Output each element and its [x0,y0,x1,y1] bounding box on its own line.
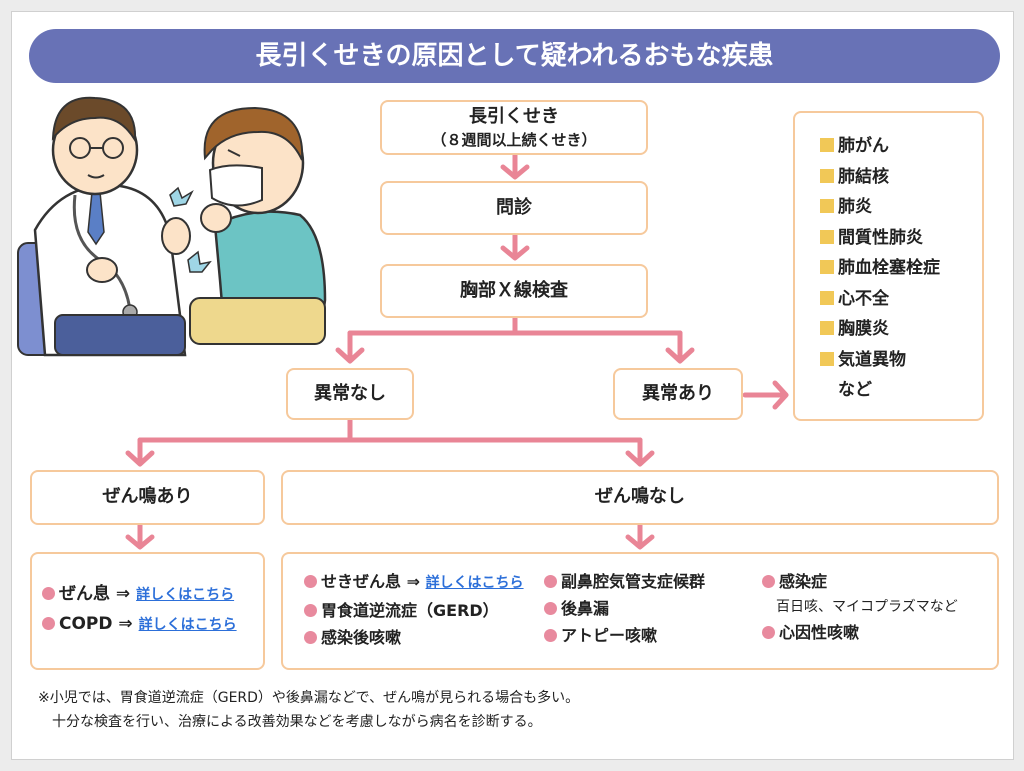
list-item: 感染後咳嗽 [304,624,524,651]
list-item: 心不全 [820,284,940,315]
wheeze-label: ぜん鳴あり [102,486,193,508]
abnormal-label: 異常あり [642,382,714,404]
list-item: せきぜん息 ⇒ 詳しくはこちら [304,568,524,597]
no-wheeze-column-2: 副鼻腔気管支症候群 後鼻漏 アトピー咳嗽 [544,568,705,649]
list-etc: など [838,380,872,400]
no-wheeze-column-1: せきぜん息 ⇒ 詳しくはこちら 胃食道逆流症（GERD） 感染後咳嗽 [304,568,524,651]
list-item: 肺結核 [820,162,940,193]
square-bullet-icon [820,321,834,335]
no-wheeze-label: ぜん鳴なし [595,486,685,508]
cough-box: 長引くせき （８週間以上続くせき） [380,100,648,155]
no-wheeze-box: ぜん鳴なし [281,470,999,525]
bullet-icon [304,575,317,588]
bullet-icon [544,629,557,642]
xray-label: 胸部Ｘ線検査 [460,279,568,301]
no-wheeze-disease-list-box [281,552,999,670]
interview-label: 問診 [496,196,532,218]
list-item: 心因性咳嗽 [762,619,958,646]
square-bullet-icon [820,290,834,305]
list-item: 肺炎 [820,192,940,223]
asthma-details-link[interactable]: 詳しくはこちら [136,587,235,603]
list-item: COPD ⇒ 詳しくはこちら [42,610,237,640]
footnote-line-1: ※小児では、胃食道逆流症（GERD）や後鼻漏などで、ぜん鳴が見られる場合も多い。 [38,690,580,706]
list-item: 胃食道逆流症（GERD） [304,597,524,624]
normal-label: 異常なし [314,382,386,404]
bullet-icon [304,604,317,617]
normal-box: 異常なし [286,368,414,420]
list-item: 後鼻漏 [544,595,705,622]
list-item: 間質性肺炎 [820,223,940,254]
square-bullet-icon [820,260,834,274]
footnote-line-2: 十分な検査を行い、治療による改善効果などを考慮しながら病名を診断する。 [52,714,542,730]
abnormal-disease-list: 肺がん 肺結核 肺炎 間質性肺炎 肺血栓塞栓症 心不全 胸膜炎 気道異物 など [820,131,940,406]
bullet-icon [762,575,775,588]
interview-box: 問診 [380,181,648,235]
bullet-icon [304,631,317,644]
list-item: 副鼻腔気管支症候群 [544,568,705,595]
cough-asthma-details-link[interactable]: 詳しくはこちら [425,575,524,591]
list-item: 気道異物 [820,345,940,376]
cough-label: 長引くせき [469,106,559,128]
list-item: ぜん息 ⇒ 詳しくはこちら [42,580,237,610]
bullet-icon [42,617,55,630]
list-item: アトピー咳嗽 [544,622,705,649]
copd-details-link[interactable]: 詳しくはこちら [138,617,237,633]
footnote: ※小児では、胃食道逆流症（GERD）や後鼻漏などで、ぜん鳴が見られる場合も多い。… [38,686,579,734]
wheeze-disease-list-box [30,552,265,670]
abnormal-box: 異常あり [613,368,743,420]
wheeze-disease-list: ぜん息 ⇒ 詳しくはこちら COPD ⇒ 詳しくはこちら [42,580,237,640]
square-bullet-icon [820,351,834,366]
list-item: 胸膜炎 [820,314,940,345]
wheeze-box: ぜん鳴あり [30,470,265,525]
bullet-icon [544,602,557,615]
square-bullet-icon [820,168,834,183]
list-item: 感染症 [762,568,958,595]
cough-sublabel: （８週間以上続くせき） [431,130,597,149]
square-bullet-icon [820,199,834,213]
no-wheeze-column-3: 感染症 百日咳、マイコプラズマなど 心因性咳嗽 [762,568,958,646]
square-bullet-icon [820,229,834,244]
xray-box: 胸部Ｘ線検査 [380,264,648,318]
bullet-icon [544,575,557,588]
list-item: 肺血栓塞栓症 [820,253,940,284]
list-item: 肺がん [820,131,940,162]
bullet-icon [762,626,775,639]
square-bullet-icon [820,138,834,152]
infection-note: 百日咳、マイコプラズマなど [776,599,958,615]
bullet-icon [42,587,55,600]
page-title: 長引くせきの原因として疑われるおもな疾患 [29,29,1000,83]
